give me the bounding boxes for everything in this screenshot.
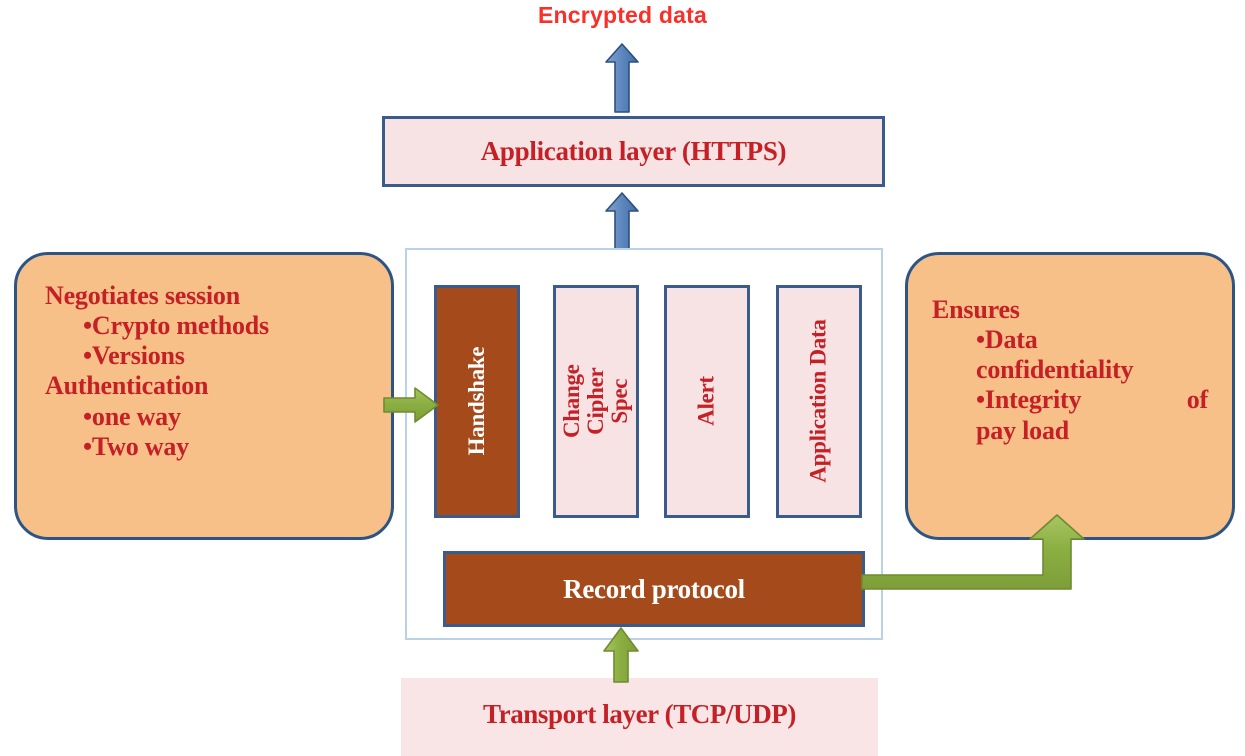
callout-right-bullet-integrity: •Integrity of	[932, 385, 1214, 415]
callout-right-bullet-payload-cont: pay load	[976, 415, 1070, 445]
callout-left-bullet-crypto-methods: •Crypto methods	[83, 311, 269, 341]
application-layer-box: Application layer (HTTPS)	[382, 116, 885, 187]
protocol-box-alert: Alert	[664, 285, 750, 518]
green-up-arrow-record-in	[601, 627, 641, 683]
protocol-label-alert: Alert	[693, 376, 719, 427]
protocol-box-application-data: Application Data	[776, 285, 862, 518]
protocol-label-application-data: Application Data	[805, 319, 831, 484]
ssl-layer-container	[405, 248, 883, 640]
protocol-label-change-cipher-spec: Change Cipher Spec	[558, 364, 633, 439]
callout-right-bullet-integrity-left: •Integrity	[976, 385, 1082, 415]
callout-left-heading-authentication: Authentication	[45, 371, 209, 401]
callout-right-bullet-integrity-right: of	[1186, 385, 1208, 415]
ensures-text: Ensures •Data confidentiality •Integrity…	[932, 295, 1214, 446]
negotiates-session-callout: Negotiates session •Crypto methods •Vers…	[14, 252, 394, 540]
blue-up-arrow-app-in	[605, 192, 639, 250]
callout-left-heading: Negotiates session	[45, 281, 240, 310]
record-protocol-label: Record protocol	[563, 573, 745, 604]
record-protocol-box: Record protocol	[443, 551, 865, 627]
protocol-box-handshake: Handshake	[434, 285, 520, 518]
callout-left-bullet-one-way: •one way	[83, 401, 181, 431]
callout-right-bullet-data: •Data	[976, 325, 1038, 355]
protocol-box-change-cipher-spec: Change Cipher Spec	[553, 285, 639, 518]
negotiates-session-text: Negotiates session •Crypto methods •Vers…	[45, 281, 373, 462]
callout-left-bullet-versions: •Versions	[83, 341, 185, 371]
transport-layer-label: Transport layer (TCP/UDP)	[483, 698, 796, 729]
protocol-label-handshake: Handshake	[463, 347, 489, 456]
callout-right-heading: Ensures	[932, 295, 1020, 324]
green-elbow-arrow-record-to-ensures	[861, 513, 1085, 613]
ensures-callout: Ensures •Data confidentiality •Integrity…	[905, 252, 1235, 540]
blue-up-arrow-encrypted-out	[605, 43, 639, 113]
transport-layer-box: Transport layer (TCP/UDP)	[401, 678, 878, 756]
callout-right-bullet-data-cont: confidentiality	[976, 355, 1134, 385]
callout-left-bullet-two-way: •Two way	[83, 431, 189, 461]
application-layer-label: Application layer (HTTPS)	[480, 136, 787, 166]
green-right-arrow-handshake-in	[383, 385, 439, 425]
encrypted-data-label: Encrypted data	[538, 2, 707, 28]
